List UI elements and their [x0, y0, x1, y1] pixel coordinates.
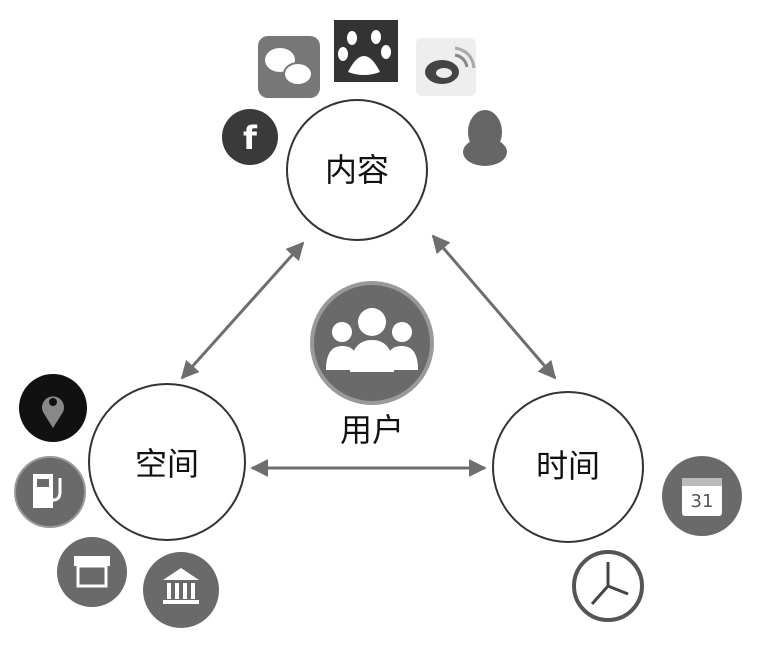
node-time-label: 时间 — [536, 447, 600, 485]
node-user-label: 用户 — [340, 411, 404, 449]
fuel-station-icon — [14, 456, 86, 528]
calendar-icon: 31 — [662, 456, 742, 536]
location-pin-icon — [19, 374, 87, 442]
weibo-icon — [416, 38, 476, 96]
bank-icon — [143, 552, 219, 628]
node-content-label: 内容 — [325, 151, 389, 189]
wechat-icon — [258, 36, 320, 98]
facebook-letter: f — [243, 119, 258, 157]
arrow-content-time — [431, 234, 557, 380]
node-space-label: 空间 — [135, 445, 199, 483]
user-group-icon — [310, 281, 434, 405]
node-space: 空间 — [88, 383, 246, 541]
arrow-content-space — [180, 241, 305, 380]
clock-icon — [572, 550, 644, 622]
calendar-day: 31 — [691, 491, 714, 512]
node-time: 时间 — [492, 391, 644, 543]
baidu-icon — [334, 20, 398, 82]
node-content: 内容 — [286, 99, 428, 241]
qq-icon — [463, 110, 507, 166]
store-icon — [57, 537, 127, 607]
facebook-icon: f — [222, 109, 278, 165]
